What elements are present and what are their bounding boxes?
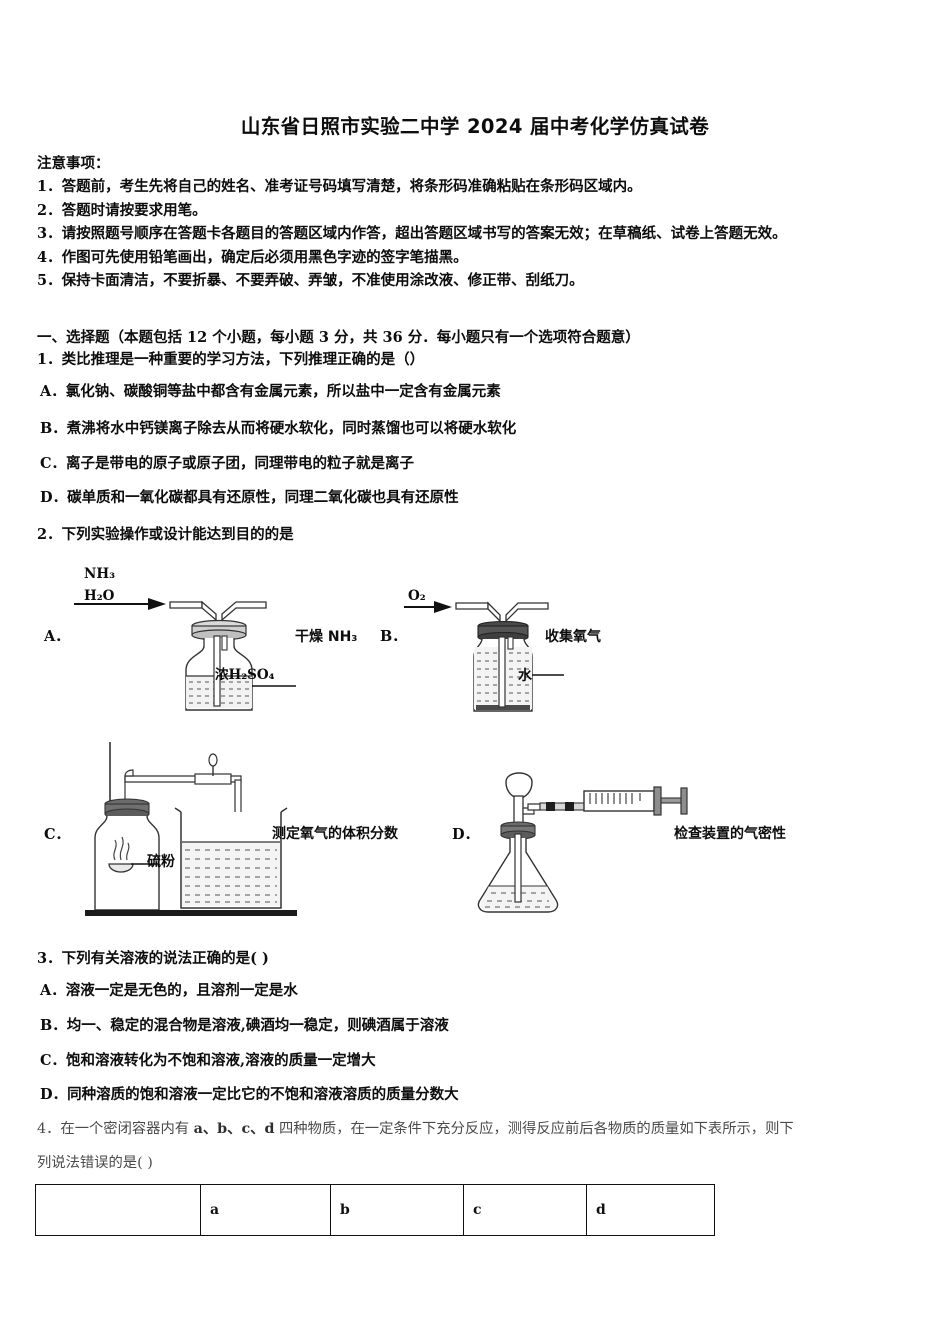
figure-b-letter: B． [380, 628, 407, 645]
option-text: 饱和溶液转化为不饱和溶液,溶液的质量一定增大 [66, 1052, 376, 1069]
notice-item-2: 2．答题时请按要求用笔。 [37, 201, 207, 219]
table-row: a b c d [35, 1184, 715, 1236]
table-header-blank [35, 1184, 201, 1236]
section-heading: 一、选择题（本题包括 12 个小题，每小题 3 分，共 36 分．每小题只有一个… [37, 329, 640, 346]
table-header-b: b [330, 1184, 464, 1236]
question-3-option-c: C．饱和溶液转化为不饱和溶液,溶液的质量一定增大 [40, 1050, 376, 1072]
option-label: D． [40, 1086, 68, 1103]
q4-post: 四种物质，在一定条件下充分反应，测得反应前后各物质的质量如下表所示，则下 [274, 1121, 794, 1137]
figure-a-inlet-label-1: NH₃ [84, 566, 116, 582]
figure-d-letter: D． [452, 826, 480, 843]
figure-a-caption: 干燥 NH₃ [295, 629, 358, 645]
page-title: 山东省日照市实验二中学 2024 届中考化学仿真试卷 [240, 115, 710, 138]
option-text: 同种溶质的饱和溶液一定比它的不饱和溶液溶质的质量分数大 [67, 1086, 459, 1103]
q4-pre: 4．在一个密闭容器内有 [37, 1121, 194, 1137]
figure-c-letter: C． [44, 826, 71, 843]
table-header-c: c [463, 1184, 587, 1236]
figure-d-flask-syringe [470, 760, 710, 920]
figure-b-inner-label: 水 [518, 668, 532, 684]
figure-c-caption: 测定氧气的体积分数 [272, 826, 398, 842]
table-header-a: a [200, 1184, 331, 1236]
notice-item-1: 1．答题前，考生先将自己的姓名、准考证号码填写清楚，将条形码准确粘贴在条形码区域… [37, 178, 642, 195]
question-1-option-b: B．煮沸将水中钙镁离子除去从而将硬水软化，同时蒸馏也可以将硬水软化 [40, 418, 516, 440]
question-1-stem: 1．类比推理是一种重要的学习方法，下列推理正确的是（） [37, 351, 425, 368]
option-text: 氯化钠、碳酸铜等盐中都含有金属元素，所以盐中一定含有金属元素 [65, 383, 501, 400]
substance-mass-table: a b c d [35, 1184, 715, 1236]
option-label: C． [40, 455, 67, 472]
question-2-stem: 2．下列实验操作或设计能达到目的的是 [37, 526, 294, 543]
question-3-stem: 3．下列有关溶液的说法正确的是( ) [37, 950, 269, 967]
notice-item-4: 4．作图可先使用铅笔画出，确定后必须用黑色字迹的签字笔描黑。 [37, 248, 468, 266]
figure-a-inner-label: 浓H₂SO₄ [215, 667, 275, 683]
question-4-stem-line-1: 4．在一个密闭容器内有 a、b、c、d 四种物质，在一定条件下充分反应，测得反应… [37, 1118, 794, 1141]
figure-a-inlet-label-2: H₂O [84, 588, 115, 604]
option-label: D． [40, 489, 68, 506]
option-label: A． [40, 982, 66, 999]
q4-substances: a、b、c、d [193, 1121, 275, 1137]
question-4-stem-line-2: 列说法错误的是( ) [37, 1155, 153, 1171]
option-text: 均一、稳定的混合物是溶液,碘酒均一稳定，则碘酒属于溶液 [66, 1017, 449, 1034]
question-1-option-d: D．碳单质和一氧化碳都具有还原性，同理二氧化碳也具有还原性 [40, 487, 459, 509]
question-1-option-a: A．氯化钠、碳酸铜等盐中都含有金属元素，所以盐中一定含有金属元素 [40, 381, 501, 403]
figure-c-inner-label: 硫粉 [147, 854, 175, 870]
notice-item-3: 3．请按照题号顺序在答题卡各题目的答题区域内作答，超出答题区域书写的答案无效；在… [37, 225, 787, 242]
option-text: 煮沸将水中钙镁离子除去从而将硬水软化，同时蒸馏也可以将硬水软化 [66, 420, 517, 437]
figure-d-caption: 检查装置的气密性 [674, 826, 786, 842]
option-text: 溶液一定是无色的，且溶剂一定是水 [65, 982, 298, 999]
figure-b-caption: 收集氧气 [545, 629, 601, 645]
figure-b-water-displacement-bottle [398, 585, 598, 725]
question-3-option-a: A．溶液一定是无色的，且溶剂一定是水 [40, 980, 298, 1002]
option-label: B． [40, 1017, 67, 1034]
option-label: C． [40, 1052, 67, 1069]
notice-block: 注意事项： 1．答题前，考生先将自己的姓名、准考证号码填写清楚，将条形码准确粘贴… [37, 152, 917, 293]
table-header-d: d [586, 1184, 715, 1236]
figure-a-letter: A． [44, 628, 70, 645]
figure-b-inlet-label-1: O₂ [408, 588, 426, 604]
option-text: 碳单质和一氧化碳都具有还原性，同理二氧化碳也具有还原性 [67, 489, 459, 506]
figure-a-gas-washing-bottle [70, 558, 320, 718]
notice-heading: 注意事项： [37, 155, 110, 172]
notice-item-5: 5．保持卡面清洁，不要折暴、不要弄破、弄皱，不准使用涂改液、修正带、刮纸刀。 [37, 272, 584, 289]
question-3-option-b: B．均一、稳定的混合物是溶液,碘酒均一稳定，则碘酒属于溶液 [40, 1015, 449, 1037]
option-text: 离子是带电的原子或原子团，同理带电的粒子就是离子 [66, 455, 415, 472]
option-label: A． [40, 383, 66, 400]
figure-c-sulfur-combustion-beaker [85, 742, 315, 922]
option-label: B． [40, 420, 67, 437]
question-1-option-c: C．离子是带电的原子或原子团，同理带电的粒子就是离子 [40, 453, 414, 475]
question-3-option-d: D．同种溶质的饱和溶液一定比它的不饱和溶液溶质的质量分数大 [40, 1084, 459, 1106]
